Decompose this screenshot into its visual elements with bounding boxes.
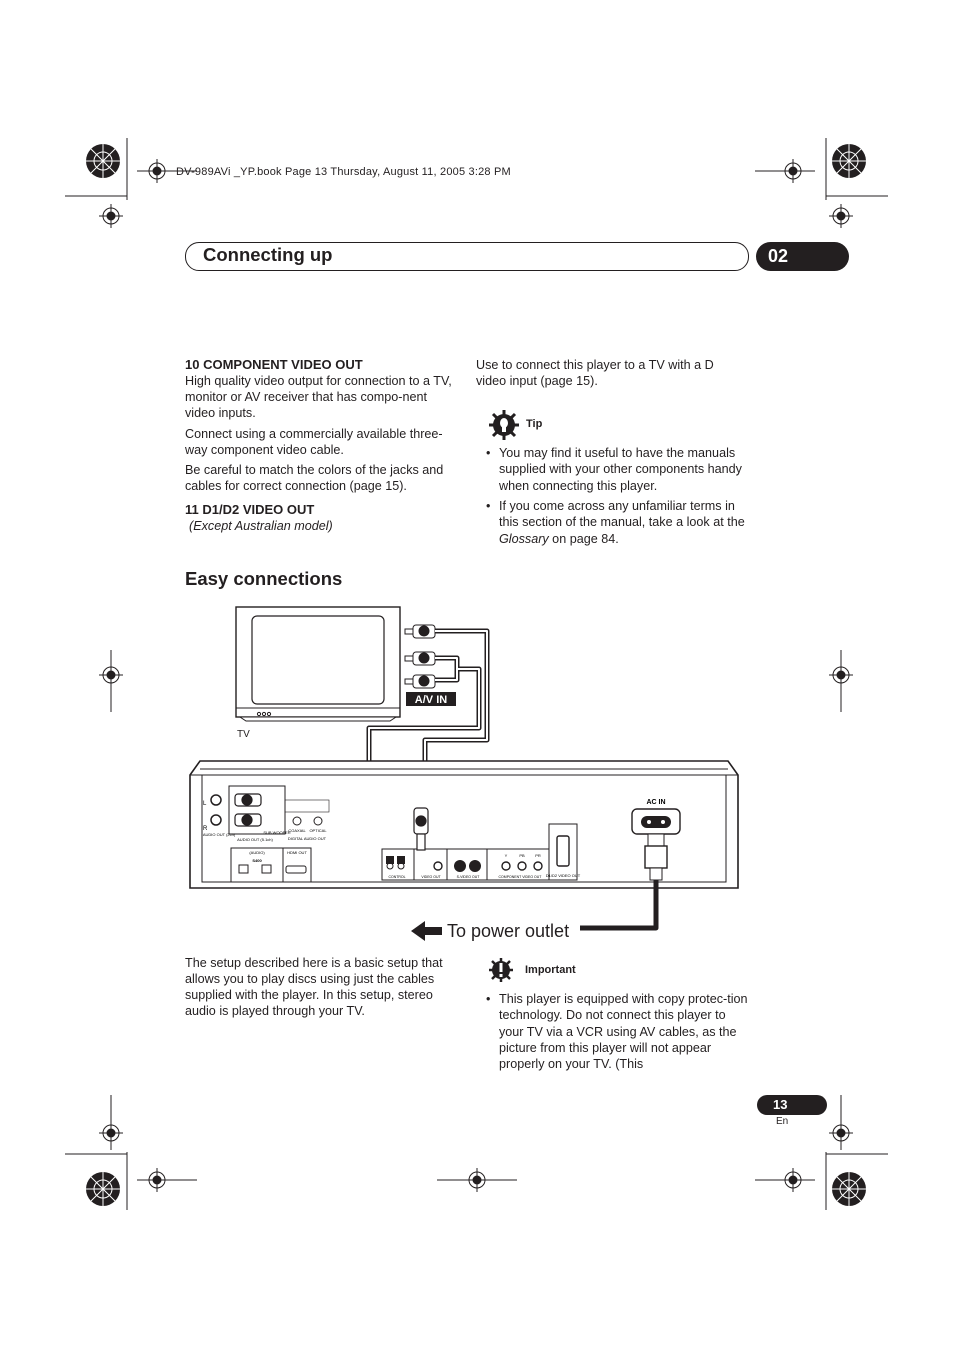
tip-label: Tip — [526, 418, 543, 430]
chapter-number: 02 — [756, 242, 849, 271]
power-outlet-label: To power outlet — [447, 921, 569, 941]
bullet-icon: • — [486, 446, 491, 460]
panel-audio-out-2ch: AUDIO OUT (2ch) — [203, 832, 236, 837]
panel-digital-audio-out: DIGITAL AUDIO OUT — [288, 836, 327, 841]
av-in-label: A/V IN — [415, 694, 447, 706]
panel-optical: OPTICAL — [309, 828, 327, 833]
important-icon — [489, 958, 513, 982]
item11-heading: 11 D1/D2 VIDEO OUT — [185, 502, 315, 517]
panel-pb: PB — [519, 853, 525, 858]
item10-paragraph-2: Connect using a commercially available t… — [185, 427, 443, 457]
important-text-1: This player is equipped with copy protec… — [499, 992, 748, 1072]
tip-text-1: You may find it useful to have the manua… — [499, 446, 742, 493]
panel-d1d2-video-out: D1/D2 VIDEO OUT — [546, 873, 581, 878]
tv-label: TV — [237, 729, 250, 740]
tip-bullet-2: • If you come across any unfamiliar term… — [486, 498, 747, 547]
panel-s-video-out: S-VIDEO OUT — [457, 875, 481, 879]
tip-text-2b: on page 84. — [548, 531, 619, 546]
page-title: Connecting up — [203, 244, 333, 265]
panel-hdmi-out: HDMI OUT — [287, 850, 307, 855]
power-outlet-arrow-icon — [411, 921, 442, 941]
panel-r-label: R — [203, 826, 208, 832]
important-bullet-1: • This player is equipped with copy prot… — [486, 991, 749, 1072]
panel-control: CONTROL — [388, 875, 405, 879]
bullet-icon: • — [486, 499, 491, 513]
page-number: 13 — [757, 1095, 827, 1115]
player-illustration: L R AUDIO OUT (2ch) AUDIO OUT (5.1ch) SU… — [189, 760, 739, 889]
av-in-badge — [406, 692, 456, 706]
tip-text-2a: If you come across any unfamiliar terms … — [499, 499, 745, 530]
item11-note: (Except Australian model) — [189, 519, 333, 533]
panel-component-video-out: COMPONENT VIDEO OUT — [499, 875, 543, 879]
panel-y: Y — [505, 853, 508, 858]
language-code: En — [776, 1116, 789, 1127]
tv-illustration — [235, 606, 401, 722]
left-column: 10 COMPONENT VIDEO OUT High quality vide… — [185, 357, 457, 534]
item10-paragraph-3: Be careful to match the colors of the ja… — [185, 463, 444, 493]
bullet-icon: • — [486, 992, 491, 1006]
panel-sub-woofer: SUB WOOFER — [263, 830, 290, 835]
panel-coaxial: COAXIAL — [288, 828, 306, 833]
tip-icon — [489, 410, 519, 440]
header-bar — [185, 242, 749, 271]
item10-heading: 10 COMPONENT VIDEO OUT — [185, 357, 363, 372]
important-label: Important — [525, 964, 576, 976]
glossary-ref: Glossary — [499, 531, 549, 546]
ac-in-label: AC IN — [646, 799, 665, 806]
panel-audio-out-51: AUDIO OUT (5.1ch) — [237, 837, 273, 842]
section-title: Easy connections — [185, 568, 343, 589]
panel-video-out: VIDEO OUT — [421, 875, 441, 879]
right-intro: Use to connect this player to a TV with … — [476, 358, 714, 388]
panel-audio: (AUDIO) — [249, 850, 265, 855]
panel-s400: S400 — [252, 858, 262, 863]
panel-l-label: L — [203, 801, 207, 807]
basic-setup-paragraph: The setup described here is a basic setu… — [185, 956, 443, 1018]
print-info: DV-989AVi _YP.book Page 13 Thursday, Aug… — [176, 166, 511, 178]
connection-diagram: TV A/V IN L R — [189, 606, 739, 941]
panel-pr: PR — [535, 853, 541, 858]
item10-paragraph-1: High quality video output for connection… — [185, 374, 452, 420]
tip-bullet-1: • You may find it useful to have the man… — [486, 445, 747, 494]
